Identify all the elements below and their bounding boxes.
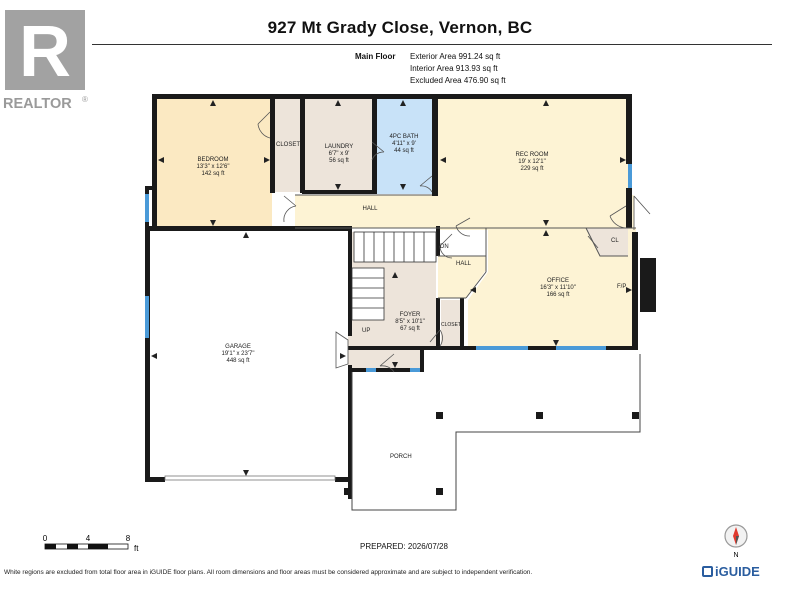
room-porch: PORCH <box>390 454 412 460</box>
room-hall-2: HALL <box>456 261 472 267</box>
disclaimer: White regions are excluded from total fl… <box>4 569 533 576</box>
compass-north-label: N <box>733 552 738 559</box>
stairs <box>351 231 437 321</box>
iguide-logo: iGUIDE <box>702 564 760 579</box>
page-title: 927 Mt Grady Close, Vernon, BC <box>267 18 533 37</box>
title-divider <box>92 44 772 45</box>
room-cl: CL <box>611 238 619 244</box>
realtor-logo-mark: R <box>19 12 71 92</box>
fireplace-label: F/P <box>617 284 627 290</box>
iguide-logo-icon <box>702 566 713 577</box>
realtor-logo-text: REALTOR <box>3 96 72 110</box>
scale-tick-0: 0 <box>43 534 48 543</box>
interior-area: Interior Area 913.93 sq ft <box>410 64 498 73</box>
rec-room-fill <box>438 98 634 230</box>
porch-posts <box>344 412 639 495</box>
bedroom-fill <box>155 98 272 228</box>
room-closet-2: CLOSET <box>441 322 462 328</box>
exterior-area: Exterior Area 991.24 sq ft <box>410 52 501 61</box>
laundry-fill <box>304 98 372 192</box>
stairs-up-label: UP <box>362 328 371 334</box>
realtor-logo-reg: ® <box>82 95 88 104</box>
excluded-area: Excluded Area 476.90 sq ft <box>410 76 506 85</box>
walls <box>145 94 656 499</box>
hall2-fill <box>438 256 486 298</box>
room-hall: HALL <box>362 206 378 212</box>
realtor-logo: R REALTOR ® <box>3 10 88 110</box>
dimension-markers <box>151 100 632 476</box>
iguide-logo-text: iGUIDE <box>715 564 760 579</box>
room-closet: CLOSET <box>275 142 300 148</box>
scale-unit: ft <box>134 544 139 553</box>
bath-fill <box>374 98 434 194</box>
floor-label: Main Floor <box>355 52 396 61</box>
prepared-date: PREPARED: 2026/07/28 <box>360 542 448 551</box>
interior-lines <box>295 194 636 299</box>
foyer-fill <box>348 232 436 372</box>
closet2-fill <box>441 300 463 348</box>
scale-tick-8: 8 <box>126 534 131 543</box>
office-fill <box>440 228 636 348</box>
compass-icon: N <box>724 524 748 559</box>
stairs-down-label: DN <box>440 244 449 250</box>
hall-fill <box>295 195 440 228</box>
scale-bar: 0 4 8 ft <box>43 534 139 553</box>
windows <box>145 164 632 372</box>
porch-outline <box>351 354 641 511</box>
doors <box>257 111 651 373</box>
scale-tick-4: 4 <box>86 534 91 543</box>
closet-fill <box>274 98 302 192</box>
garage-door <box>164 475 336 481</box>
